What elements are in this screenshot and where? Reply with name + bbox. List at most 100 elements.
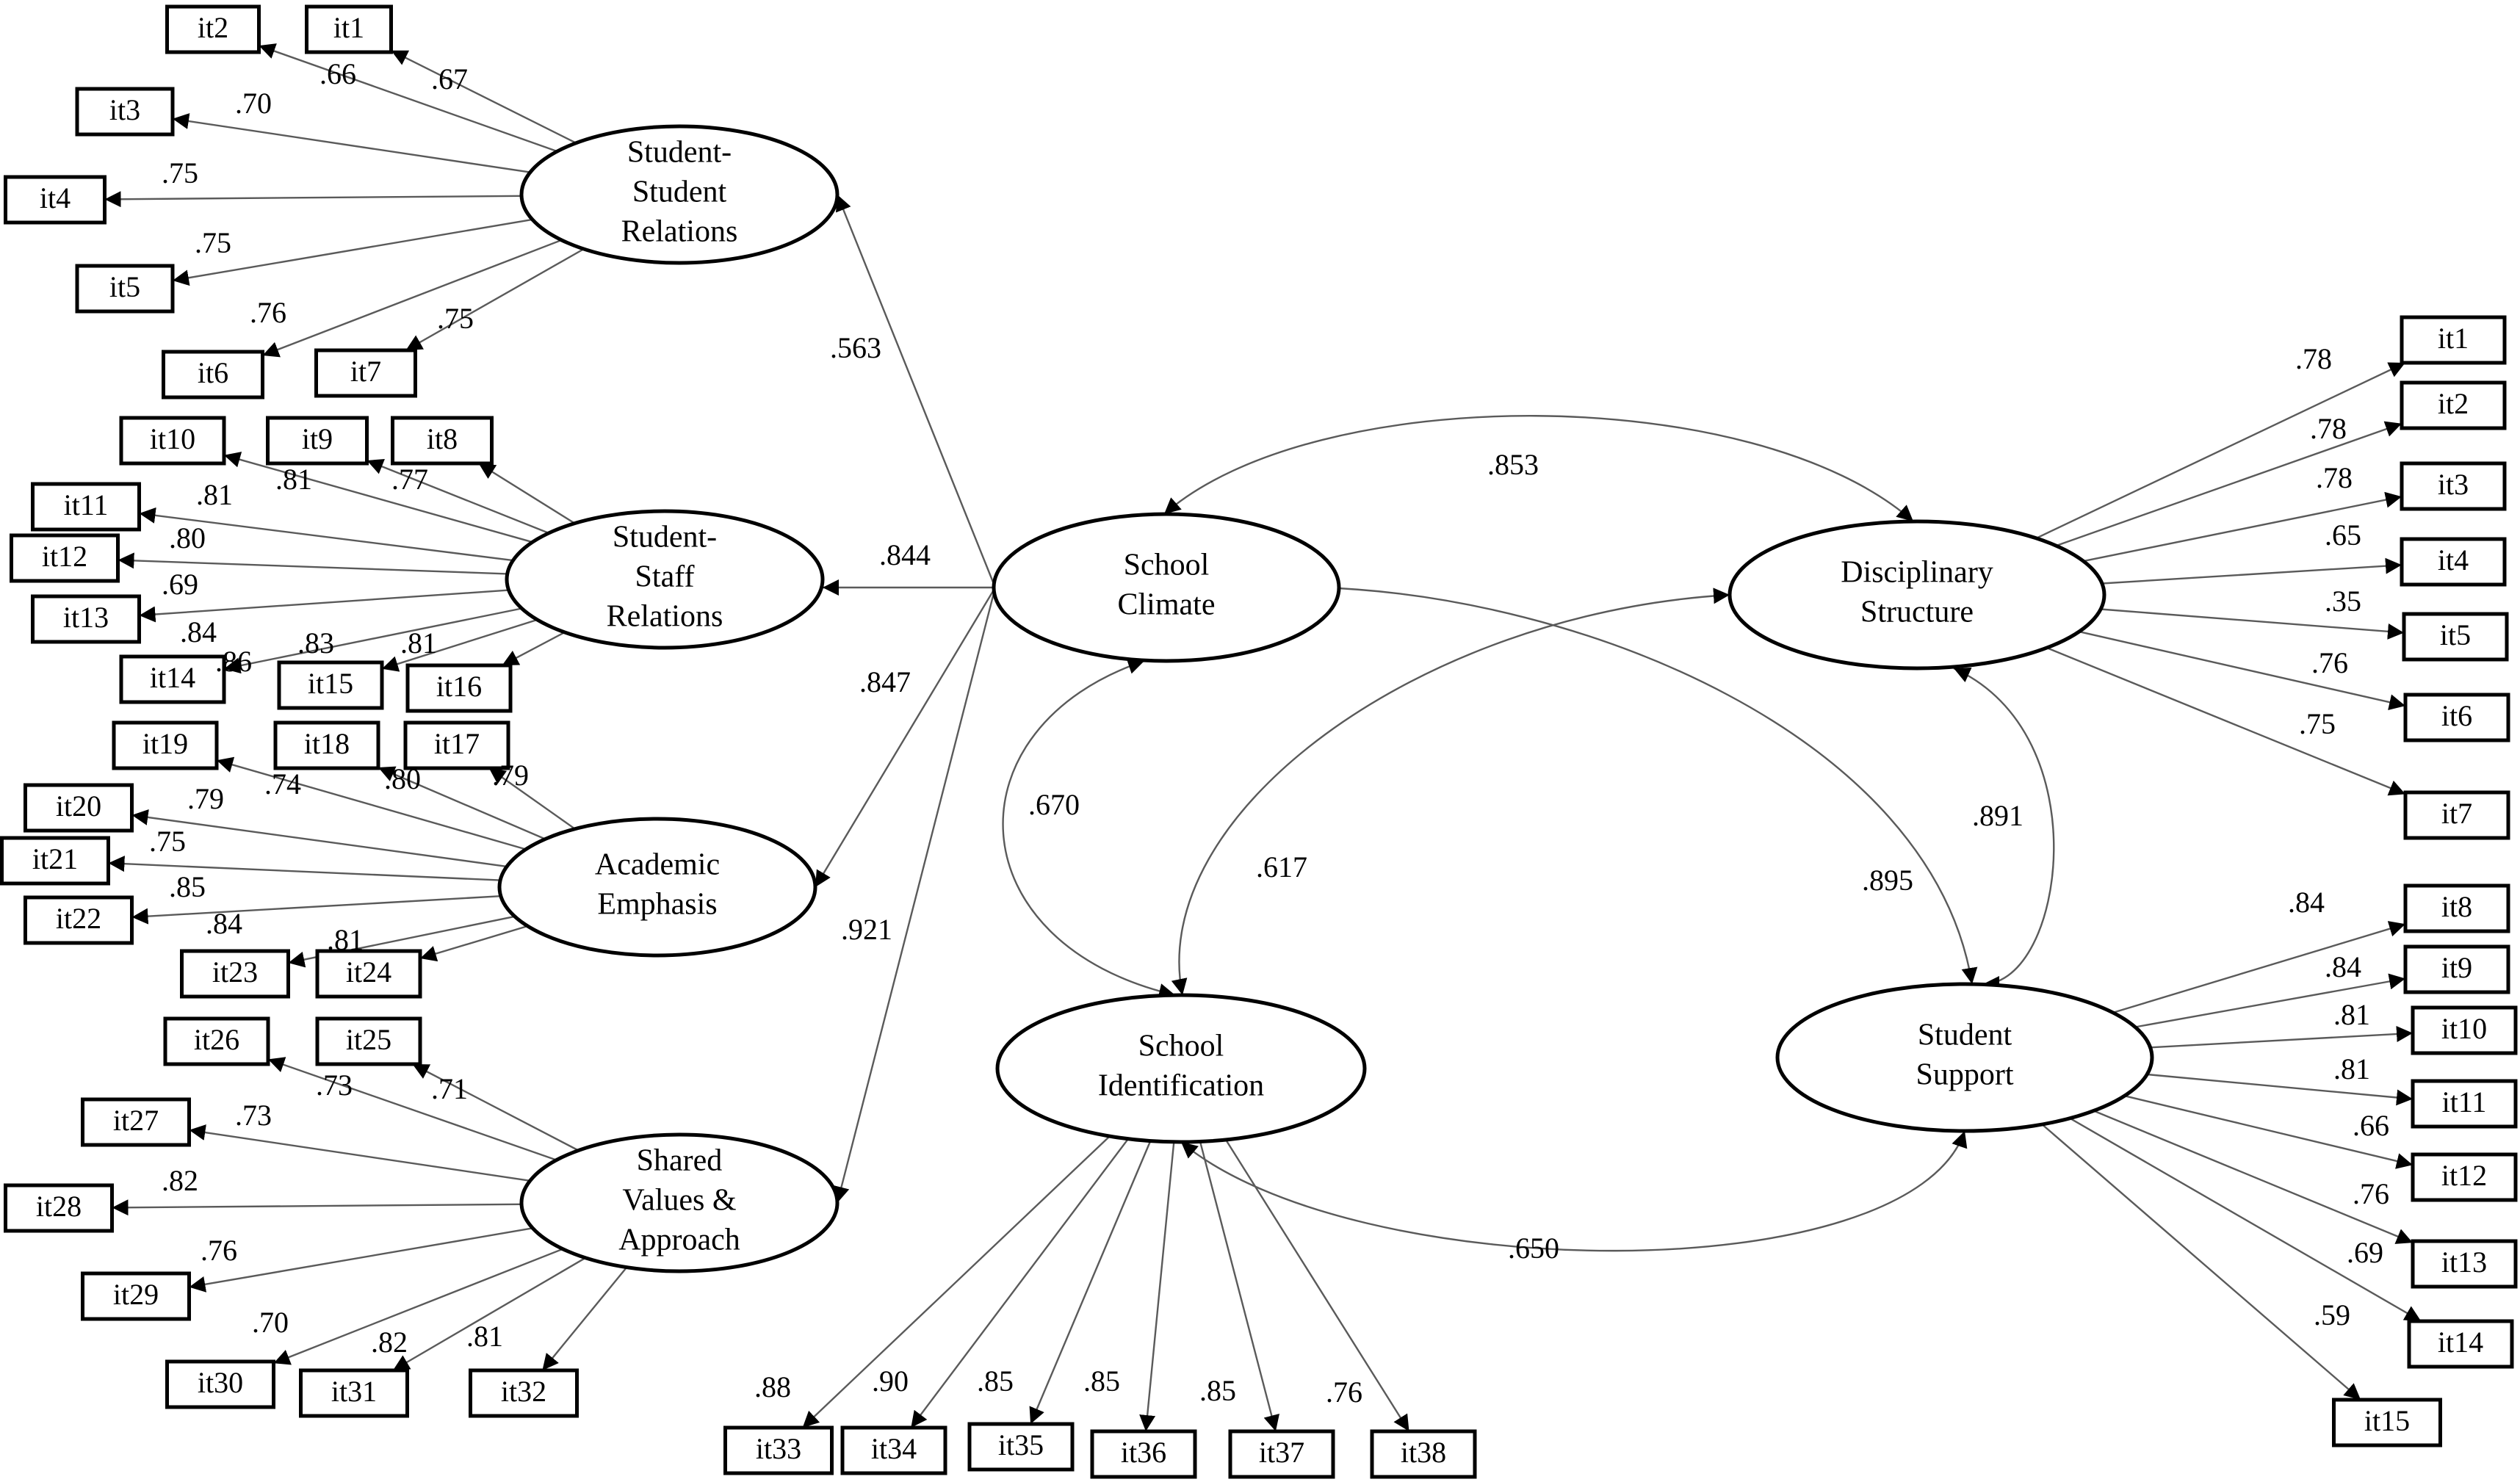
sstr-indicator-box	[277, 660, 384, 710]
school-climate-ellipse	[992, 512, 1341, 663]
ae-loading-value: .80	[384, 762, 421, 795]
ss-loading-value: .66	[2353, 1109, 2389, 1142]
academic-emphasis-ellipse	[497, 817, 817, 958]
ds-indicator-label: it6	[2441, 699, 2472, 732]
ss-loading-path	[2134, 973, 2406, 1028]
ds-loading-value: .65	[2325, 518, 2361, 552]
ae-indicator-box	[112, 720, 219, 770]
sva-loading-path	[412, 1063, 580, 1152]
ds-indicator-box	[2403, 790, 2510, 840]
sstr-loading-value: .80	[169, 521, 206, 554]
ds-loading-value: .78	[2295, 342, 2332, 375]
ds-indicator-box	[2402, 612, 2509, 662]
sva-second-order-value: .921	[841, 913, 892, 946]
sstr-indicator-box	[31, 482, 141, 532]
sva-indicator-box	[163, 1016, 270, 1066]
shared-values-approach-label: Values &	[622, 1184, 736, 1218]
sstr-loading-value: .81	[196, 478, 233, 511]
si-ss-correlation-path	[1180, 1130, 1968, 1252]
ssr-loading-path	[259, 43, 558, 153]
ae-indicator-box	[403, 720, 510, 770]
disciplinary-structure-label: Structure	[1860, 596, 1974, 629]
ae-indicator-label: it19	[142, 727, 188, 760]
sstr-indicator-box	[119, 654, 226, 704]
ssr-loading-value: .75	[162, 156, 198, 189]
ae-second-order-path	[814, 587, 997, 888]
ss-indicator-label: it10	[2441, 1012, 2487, 1045]
sva-loading-value: .82	[162, 1164, 198, 1197]
ds-indicator-box	[2403, 693, 2510, 742]
ss-indicator-box	[2411, 1079, 2518, 1129]
sstr-indicator-label: it15	[308, 667, 353, 700]
student-student-relations-ellipse	[519, 124, 840, 265]
ss-loading-value: .59	[2314, 1298, 2350, 1331]
sstr-indicator-box	[405, 663, 513, 713]
ae-loading-value: .81	[327, 923, 364, 956]
ae-indicator-box	[273, 720, 380, 770]
si-indicator-box	[1090, 1429, 1197, 1479]
sstr-indicator-label: it16	[436, 670, 482, 703]
ssr-indicator-label: it3	[109, 93, 140, 126]
ae-loading-path	[131, 895, 501, 925]
ssr-indicator-box	[4, 175, 106, 225]
sva-indicator-label: it32	[501, 1375, 546, 1408]
sva-loading-path	[273, 1248, 563, 1365]
ae-loading-path	[488, 767, 576, 830]
ds-loading-path	[2079, 630, 2406, 710]
sva-indicator-label: it25	[346, 1023, 391, 1056]
ae-indicator-label: it18	[304, 727, 350, 760]
sstr-indicator-box	[10, 533, 120, 583]
ae-indicator-label: it21	[32, 842, 78, 875]
si-indicator-box	[967, 1422, 1075, 1472]
si-indicator-label: it38	[1401, 1436, 1446, 1469]
sstr-indicator-label: it13	[63, 601, 109, 634]
ss-loading-path	[2147, 1073, 2414, 1106]
ss-indicator-box	[2411, 1239, 2518, 1289]
sva-loading-path	[189, 1124, 530, 1182]
school-identification-ellipse	[995, 993, 1367, 1144]
ss-indicator-box	[2403, 944, 2510, 994]
ssr-indicator-box	[305, 4, 393, 54]
ss-loading-value: .69	[2347, 1236, 2383, 1269]
ssr-loading-path	[405, 247, 585, 352]
school-climate-label: School	[1124, 549, 1210, 582]
ds-loading-path	[2083, 491, 2402, 563]
student-support-ellipse	[1775, 982, 2154, 1133]
ssr-indicator-box	[165, 4, 261, 54]
sva-loading-value: .76	[201, 1234, 237, 1267]
si-ds-correlation-path	[1171, 588, 1730, 996]
sstr-loading-path	[118, 552, 508, 575]
si-ss-correlation-value: .650	[1508, 1232, 1559, 1265]
si-indicator-box	[840, 1425, 947, 1475]
ssr-loading-path	[262, 239, 563, 358]
si-loading-value: .85	[977, 1364, 1014, 1398]
si-loading-path	[910, 1138, 1129, 1428]
sstr-indicator-label: it9	[302, 422, 333, 455]
ss-indicator-box	[2411, 1005, 2518, 1055]
ss-loading-path	[2041, 1124, 2361, 1400]
ss-loading-value: .76	[2353, 1177, 2389, 1210]
ss-indicator-label: it11	[2442, 1085, 2487, 1118]
sva-indicator-box	[165, 1359, 275, 1409]
sva-indicator-label: it30	[198, 1366, 243, 1399]
sva-indicator-label: it29	[113, 1278, 159, 1311]
shared-values-approach-label: Shared	[637, 1144, 723, 1178]
ss-indicator-box	[2332, 1398, 2442, 1447]
sc-ds-correlation-path	[1163, 415, 1914, 522]
ds-indicator-label: it7	[2441, 797, 2472, 830]
si-loading-value: .85	[1083, 1364, 1120, 1398]
si-loading-path	[1139, 1141, 1175, 1432]
ss-loading-value: .84	[2325, 950, 2361, 983]
ss-loading-value: .81	[2333, 998, 2370, 1031]
shared-values-approach-label: Approach	[618, 1223, 740, 1257]
sva-indicator-box	[81, 1271, 191, 1321]
sva-indicator-box	[315, 1016, 422, 1066]
ss-loading-value: .81	[2333, 1052, 2370, 1085]
ssr-indicator-label: it7	[350, 355, 381, 388]
si-loading-value: .76	[1326, 1376, 1362, 1409]
student-staff-relations-label: Staff	[635, 560, 695, 594]
ae-loading-value: .79	[492, 759, 529, 792]
student-support-label: Support	[1916, 1058, 2013, 1092]
sstr-loading-path	[223, 607, 522, 674]
sva-indicator-box	[4, 1183, 114, 1233]
